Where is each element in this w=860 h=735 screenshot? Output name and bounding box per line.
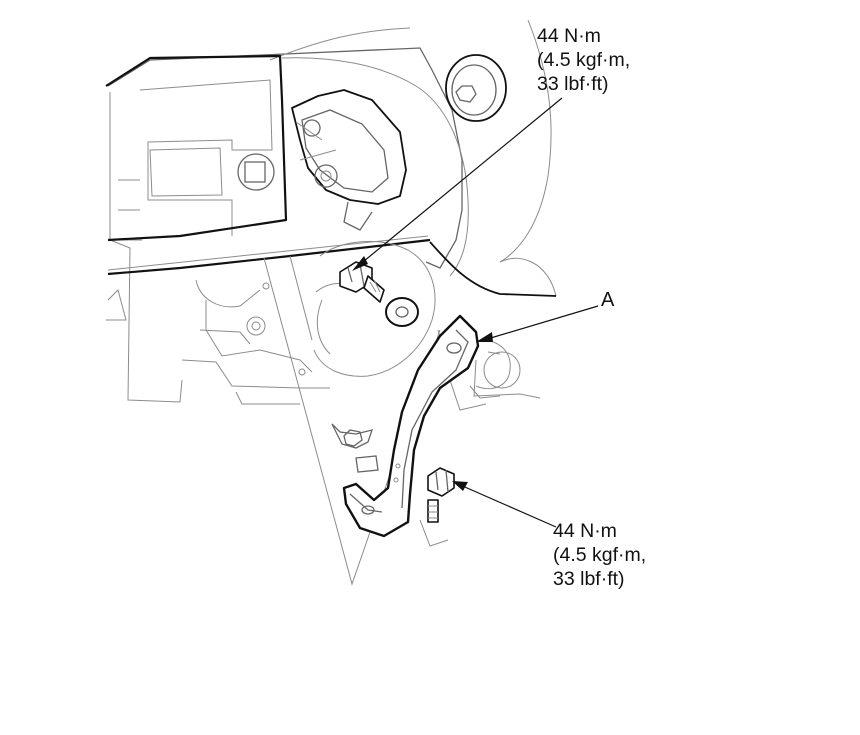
torque-top-arrowhead — [352, 256, 368, 271]
torque-lbfft: 33 lbf·ft) — [553, 568, 625, 590]
label-a-leader — [483, 305, 599, 341]
washer — [385, 297, 419, 327]
part-label-a: A — [601, 289, 615, 311]
torque-spec-lower-bolt: 44 N·m (4.5 kgf·m, 33 lbf·ft) — [553, 519, 646, 591]
bracket-a — [342, 314, 480, 538]
torque-kgfm: (4.5 kgf·m, — [553, 544, 647, 566]
torque-kgfm: (4.5 kgf·m, — [537, 49, 631, 71]
engine-block-linework — [105, 19, 557, 586]
torque-bottom-arrowhead — [452, 481, 468, 491]
torque-bottom-leader — [457, 483, 557, 528]
leader-lines — [352, 97, 599, 528]
label-a-arrowhead — [476, 332, 493, 342]
torque-top-leader — [357, 97, 563, 267]
torque-nm: 44 N·m — [553, 520, 617, 542]
torque-nm: 44 N·m — [537, 25, 601, 47]
torque-spec-upper-bolt: 44 N·m (4.5 kgf·m, 33 lbf·ft) — [537, 24, 630, 96]
lower-bolt — [427, 467, 455, 523]
torque-lbfft: 33 lbf·ft) — [537, 73, 609, 95]
upper-bolt — [339, 261, 385, 303]
